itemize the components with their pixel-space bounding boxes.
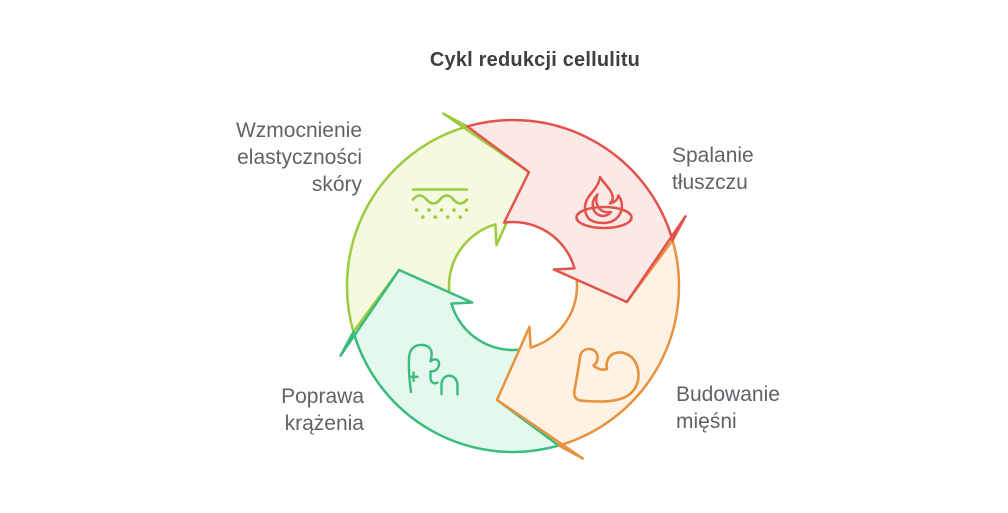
skin-dots [414, 208, 469, 219]
arrow-segment-skin [345, 112, 531, 334]
arrow-segment-circulation [339, 268, 561, 454]
label-skin-elasticity: Wzmocnienie elastyczności skóry [235, 119, 362, 196]
circulation-organ-icon [407, 343, 459, 396]
label-circulation: Poprawa krążenia [281, 385, 364, 435]
flame-base [575, 205, 633, 230]
plus-mark [408, 371, 419, 383]
label-fat-burning: Spalanie tłuszczu [672, 144, 754, 194]
flexed-bicep-icon [572, 347, 640, 403]
page-title: Cykl redukcji cellulitu [429, 49, 641, 71]
flame-icon [575, 175, 633, 230]
label-muscle-building: Budowanie mięśni [676, 383, 780, 433]
arrow-segments [339, 112, 687, 460]
skin-layers-icon [411, 188, 469, 219]
arrow-segment-fat [465, 118, 687, 304]
